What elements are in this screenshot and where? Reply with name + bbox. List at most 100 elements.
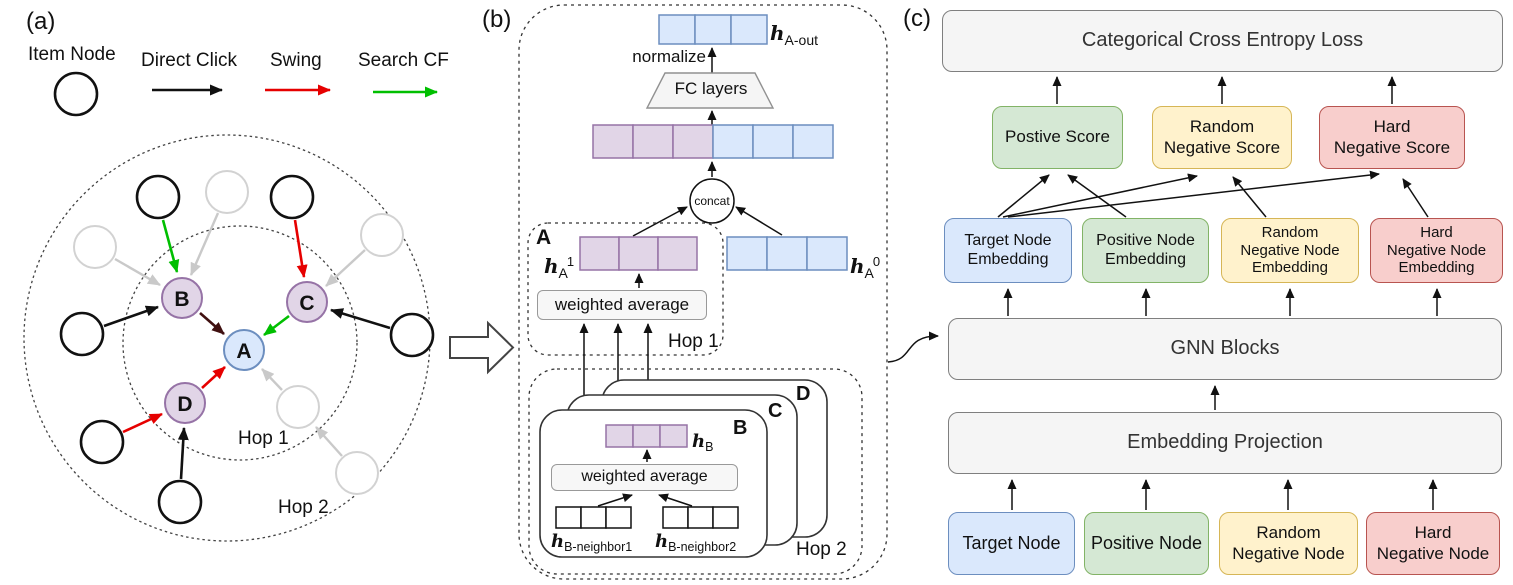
panel-c-label: (c) — [903, 5, 931, 32]
legend-item-node-label: Item Node — [28, 44, 116, 65]
hop1-label: Hop 1 — [238, 428, 289, 449]
hop2-aggregation-border — [528, 368, 863, 575]
h-a1-label: hA1 — [544, 254, 575, 281]
h-b-vector — [605, 424, 688, 448]
node-a-label: A — [236, 340, 251, 363]
target-node-embedding-box: Target Node Embedding — [944, 218, 1072, 283]
target-node-box: Target Node — [948, 512, 1075, 575]
stack-d-label: D — [796, 383, 811, 405]
h-a-out-vector — [658, 14, 768, 45]
random-negative-score-box: Random Negative Score — [1152, 106, 1292, 169]
node-b-label: B — [174, 288, 189, 311]
node-d-label: D — [177, 393, 192, 416]
legend-item-node-circle — [53, 71, 99, 117]
legend-search-cf-label: Search CF — [358, 50, 449, 71]
inactive-node-2 — [73, 225, 117, 269]
item-node-1 — [135, 174, 181, 220]
edge-swing-to-c — [293, 219, 308, 278]
graph-nodes: B C D A — [59, 170, 435, 525]
positive-node-embedding-box: Positive Node Embedding — [1082, 218, 1209, 283]
positive-score-box: Postive Score — [992, 106, 1123, 169]
loss-box: Categorical Cross Entropy Loss — [942, 10, 1503, 72]
panel-transition-arrow-icon — [449, 320, 515, 375]
edge-searchcf-to-b — [161, 219, 180, 273]
h-b-neighbor2-label: hB-neighbor2 — [655, 531, 737, 554]
stack-b-label: B — [733, 417, 748, 439]
arrow-neighbor2-to-wavg2 — [658, 493, 693, 507]
h-b-neighbor1-vector — [555, 506, 632, 529]
item-node-4 — [389, 312, 435, 358]
item-node-2 — [269, 174, 315, 220]
hop1-circle — [122, 225, 358, 461]
edge-inactive-to-b-1 — [189, 212, 220, 276]
hop2-label: Hop 2 — [278, 497, 329, 518]
edge-b-to-a — [199, 312, 225, 335]
edge-c-to-a — [263, 314, 290, 337]
concatenated-vector — [592, 124, 834, 159]
inactive-node-1 — [205, 170, 249, 214]
hard-negative-score-box: Hard Negative Score — [1319, 106, 1465, 169]
hard-negative-node-box: Hard Negative Node — [1366, 512, 1500, 575]
fc-layers-trapezoid — [645, 72, 775, 109]
h-a-out-label: hA-out — [770, 21, 819, 48]
h-a1-vector — [579, 236, 698, 271]
arrow-target-emb-to-random-score — [1002, 173, 1198, 218]
node-b — [161, 277, 203, 319]
edge-inactive-to-b-2 — [114, 257, 161, 287]
edge-swing-to-d — [122, 412, 163, 434]
node-c — [286, 281, 328, 323]
arrow-neighbor1-to-wavg2 — [597, 493, 633, 507]
h-b-label: hB — [692, 431, 714, 454]
arrow-ha1-to-concat — [632, 206, 688, 237]
arrow-positive-emb-to-positive-score — [1067, 174, 1127, 218]
graph-edges — [103, 212, 391, 480]
edge-d-to-a — [201, 366, 226, 389]
panel-b-border — [518, 4, 888, 580]
random-negative-node-box: Random Negative Node — [1219, 512, 1358, 575]
weighted-average-hop2: weighted average — [551, 464, 738, 491]
h-a0-vector — [726, 236, 848, 271]
item-node-6 — [157, 479, 203, 525]
inactive-node-3 — [360, 213, 404, 257]
normalize-label: normalize — [632, 47, 706, 66]
arrow-hard-emb-to-hard-score — [1402, 178, 1429, 218]
panel-a-label: (a) — [26, 8, 56, 35]
embedding-projection-box: Embedding Projection — [948, 412, 1502, 474]
concat-label: concat — [694, 194, 730, 208]
node-c-label: C — [299, 292, 314, 315]
panel-c-arrows — [997, 76, 1442, 510]
hop1-label-b: Hop 1 — [668, 331, 719, 352]
arrow-ha0-to-concat — [735, 206, 783, 236]
hard-negative-node-embedding-box: Hard Negative Node Embedding — [1370, 218, 1503, 283]
weighted-average-hop1: weighted average — [537, 290, 707, 320]
edge-inactive-to-inactive — [315, 426, 343, 457]
edge-directclick-to-b — [103, 305, 159, 328]
positive-node-box: Positive Node — [1084, 512, 1209, 575]
h-a0-label: hA0 — [850, 254, 881, 281]
arrow-random-emb-to-random-score — [1232, 176, 1267, 218]
legend-graphics — [53, 71, 438, 117]
arrow-target-emb-to-hard-score — [1007, 170, 1380, 218]
arrow-target-emb-to-positive-score — [997, 174, 1050, 218]
edge-directclick-to-c — [330, 308, 391, 330]
h-b-neighbor2-vector — [662, 506, 739, 529]
node-a-aggregation-border — [527, 222, 724, 356]
edge-directclick-to-d — [177, 427, 189, 480]
inactive-node-4 — [276, 385, 320, 429]
concat-circle — [689, 178, 735, 224]
stack-c-label: C — [768, 400, 783, 422]
random-negative-node-embedding-box: Random Negative Node Embedding — [1221, 218, 1359, 283]
panel-b-label: (b) — [482, 6, 512, 33]
fc-layers-label: FC layers — [674, 79, 748, 98]
item-node-5 — [79, 419, 125, 465]
item-node-3 — [59, 311, 105, 357]
node-d — [164, 382, 206, 424]
node-a — [223, 329, 265, 371]
inactive-node-5 — [335, 451, 379, 495]
hop2-label-b: Hop 2 — [796, 539, 847, 560]
edge-inactive-to-c — [325, 249, 366, 287]
edge-inactive-to-a — [261, 368, 283, 391]
h-b-neighbor1-label: hB-neighbor1 — [551, 531, 633, 554]
